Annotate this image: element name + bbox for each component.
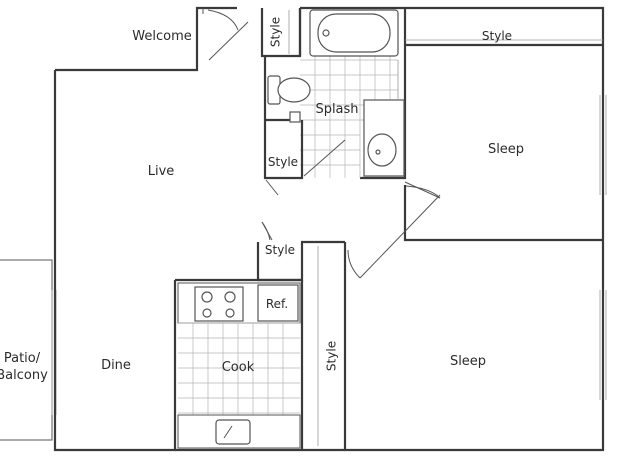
closet-label-vertical: Style [325,341,339,371]
room-label-cook: Cook [222,360,255,375]
bathroom-shelf [289,111,301,123]
entry-door [202,8,249,61]
toilet [267,75,311,105]
bathtub [309,9,399,57]
bathroom-tile-floor [300,56,398,178]
room-label-sleep-lower: Sleep [450,354,486,369]
room-label-splash: Splash [315,102,358,117]
fixture-label-refrigerator: Ref. [266,297,288,311]
room-label-patio-line1: Patio/ [4,351,41,366]
room-label-live: Live [148,164,175,179]
room-label-sleep-upper: Sleep [488,142,524,157]
kitchen-tile-floor [178,322,300,415]
room-label-welcome: Welcome [132,29,191,44]
kitchen [173,278,302,450]
stove [194,286,244,322]
upper-bedroom [403,39,607,242]
bathroom [263,8,407,180]
vanity-sink [363,99,405,177]
closet-label-hall-upper: Style [268,155,298,169]
kitchen-sink [177,414,301,449]
patio-balcony-area [0,259,57,441]
closet-label-top: Style [482,29,512,43]
closet-label-entry: Style [269,17,283,47]
lower-bedroom-window [599,290,607,400]
exterior-walls [53,6,605,452]
bathroom-door [303,139,346,177]
hall-closet-upper [263,120,304,196]
room-label-patio-line2: Balcony [0,368,48,383]
refrigerator [257,284,299,322]
hall-door-lower-bedroom [347,194,441,279]
vertical-closet [300,242,347,450]
room-label-dine: Dine [101,358,131,373]
closet-label-hall-lower: Style [265,243,295,257]
